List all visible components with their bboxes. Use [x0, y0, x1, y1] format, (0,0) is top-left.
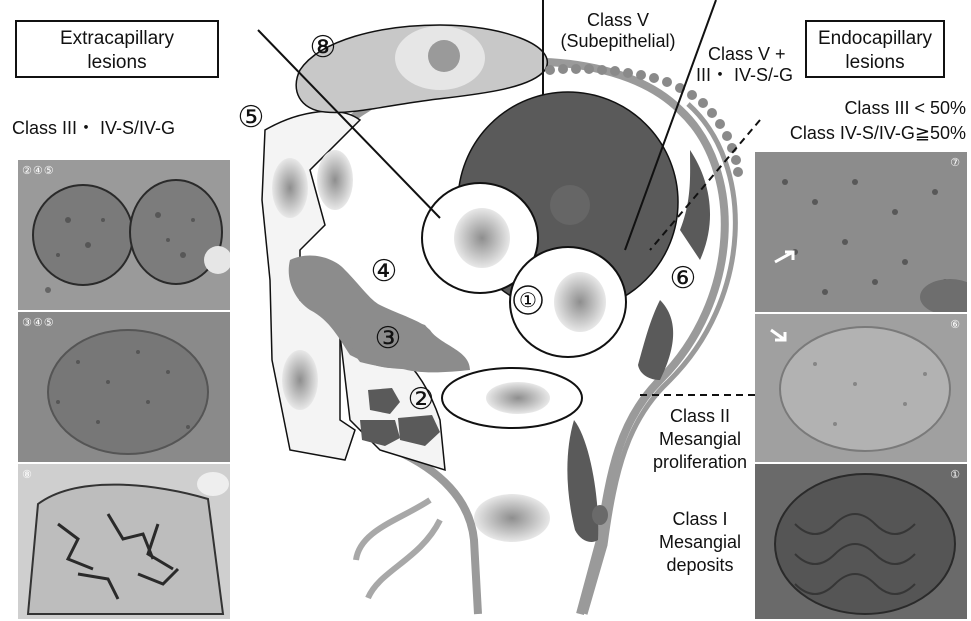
- podocyte-nucleolus: [428, 40, 460, 72]
- region-number-5: ⑤: [234, 102, 268, 134]
- region-number-2: ②: [404, 384, 438, 416]
- class-v-plus-line1: Class V +: [696, 44, 793, 65]
- parietal-nucleus-1: [272, 158, 308, 218]
- class-v-plus-label: Class V + III・ IV-S/-G: [696, 44, 793, 86]
- class-ii-label: Class II Mesangial proliferation: [640, 405, 760, 474]
- class-ii-line3: proliferation: [640, 451, 760, 474]
- region-number-6: ⑥: [666, 263, 700, 295]
- class-v-plus-line2: III・ IV-S/-G: [696, 65, 793, 86]
- class-v-line2: (Subepithelial): [548, 31, 688, 52]
- endothelial-nucleus-1: [554, 272, 606, 332]
- parietal-nucleus-2: [317, 150, 353, 210]
- parietal-nucleus-3: [282, 350, 318, 410]
- class-ii-line2: Mesangial: [640, 428, 760, 451]
- class-i-line1: Class I: [640, 508, 760, 531]
- class-v-label: Class V (Subepithelial): [548, 10, 688, 52]
- mesangial-nucleus: [486, 382, 550, 414]
- subendothelial-deposit-upper: [680, 150, 710, 260]
- class-v-line1: Class V: [548, 10, 688, 31]
- class-i-label: Class I Mesangial deposits: [640, 508, 760, 577]
- class-iv-ge50-label: Class IV-S/IV-G≧50%: [740, 123, 966, 144]
- region-number-3: ③: [371, 323, 405, 355]
- region-marker-1-label: ①: [519, 290, 537, 312]
- region-marker-1: ①: [514, 286, 542, 314]
- glomerular-base-nucleus: [474, 494, 550, 542]
- subendothelial-deposit-bottom: [567, 420, 598, 542]
- class-ii-line1: Class II: [640, 405, 760, 428]
- class-i-line3: deposits: [640, 554, 760, 577]
- endocapillary-circle-center: [550, 185, 590, 225]
- class-iii-lt50-label: Class III < 50%: [770, 98, 966, 119]
- endothelial-nucleus-upper: [454, 208, 510, 268]
- class-i-line2: Mesangial: [640, 531, 760, 554]
- region-number-8: ⑧: [306, 32, 340, 64]
- subendothelial-deposit-dot: [592, 505, 608, 525]
- afferent-lines: [356, 500, 440, 598]
- region-number-4: ④: [367, 256, 401, 288]
